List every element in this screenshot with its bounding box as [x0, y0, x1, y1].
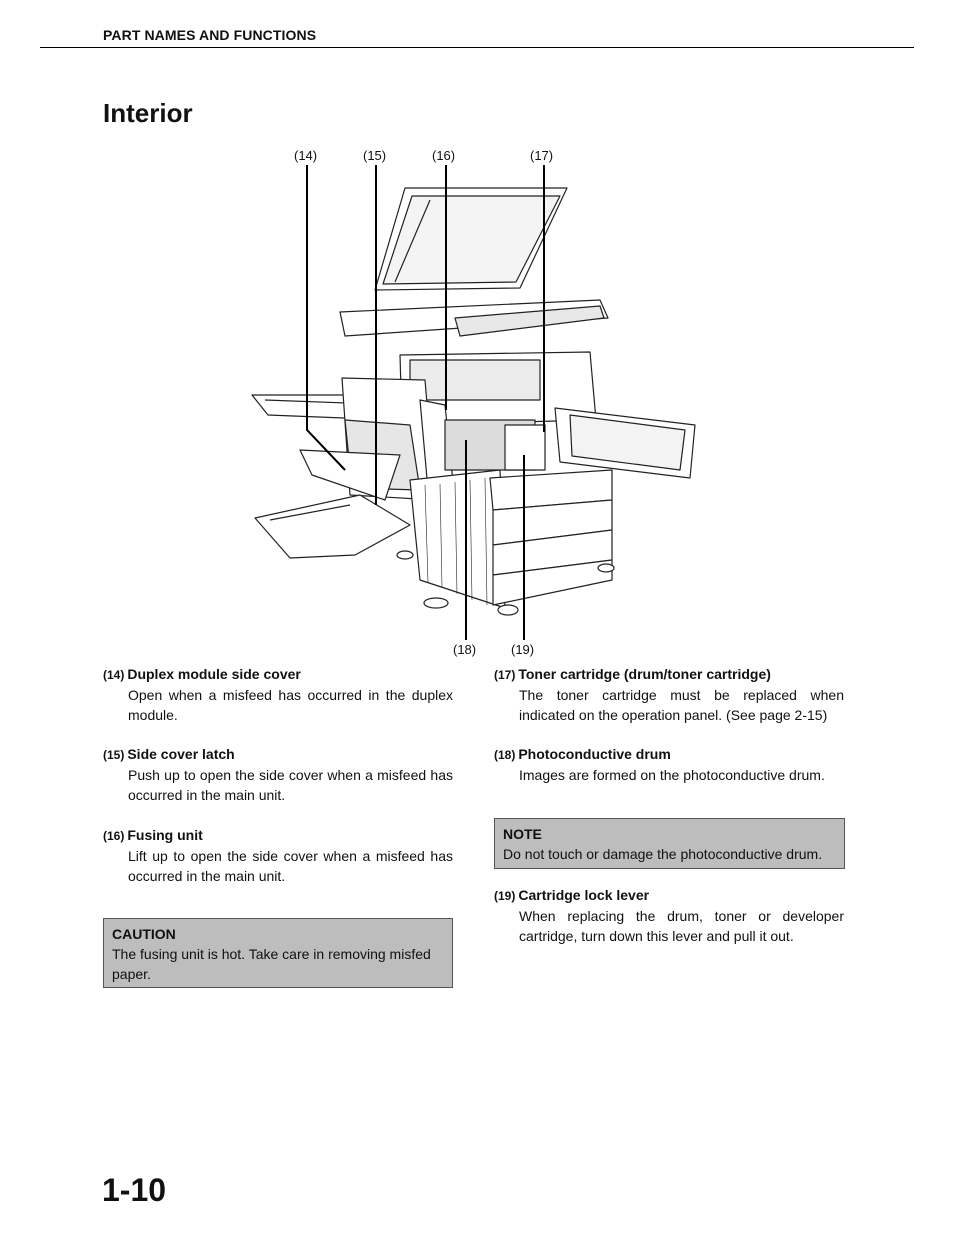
- part-description: Push up to open the side cover when a mi…: [128, 767, 453, 803]
- page-number: 1-10: [102, 1172, 167, 1208]
- part-name: Duplex module side cover: [127, 666, 301, 682]
- copier-interior-illustration: [251, 165, 696, 640]
- part-description: When replacing the drum, toner or develo…: [519, 908, 844, 944]
- part-name: Fusing unit: [127, 827, 203, 843]
- part-description: Lift up to open the side cover when a mi…: [128, 848, 453, 884]
- callout-14: (14): [294, 148, 318, 163]
- part-15: (15)Side cover latch Push up to open the…: [103, 746, 453, 805]
- part-14: (14)Duplex module side cover Open when a…: [103, 666, 453, 725]
- part-description: Images are formed on the photoconductive…: [519, 767, 825, 783]
- part-name: Toner cartridge (drum/toner cartridge): [518, 666, 771, 682]
- part-number: (17): [494, 668, 516, 682]
- part-number: (14): [103, 668, 125, 682]
- header-rule: [40, 47, 914, 48]
- note-box: NOTE Do not touch or damage the photocon…: [494, 818, 845, 869]
- section-header: PART NAMES AND FUNCTIONS: [103, 27, 317, 43]
- part-16-heading: (16)Fusing unit: [103, 827, 453, 843]
- part-name: Side cover latch: [127, 746, 235, 762]
- page-title: Interior: [103, 98, 193, 128]
- part-17: (17)Toner cartridge (drum/toner cartridg…: [494, 666, 844, 725]
- callout-18: (18): [453, 642, 477, 657]
- part-description: The toner cartridge must be replaced whe…: [519, 687, 844, 723]
- part-number: (16): [103, 829, 125, 843]
- part-number: (18): [494, 748, 516, 762]
- callout-15: (15): [363, 148, 387, 163]
- part-14-heading: (14)Duplex module side cover: [103, 666, 453, 682]
- part-16: (16)Fusing unit Lift up to open the side…: [103, 827, 453, 886]
- part-19-heading: (19)Cartridge lock lever: [494, 887, 844, 903]
- caution-text: The fusing unit is hot. Take care in rem…: [112, 946, 431, 982]
- note-title: NOTE: [503, 826, 542, 842]
- callout-17: (17): [530, 148, 554, 163]
- part-number: (19): [494, 889, 516, 903]
- callout-16: (16): [432, 148, 456, 163]
- part-number: (15): [103, 748, 125, 762]
- part-name: Cartridge lock lever: [518, 887, 650, 903]
- caution-box: CAUTION The fusing unit is hot. Take car…: [103, 918, 453, 988]
- caution-title: CAUTION: [112, 926, 176, 942]
- callout-19: (19): [511, 642, 535, 657]
- part-name: Photoconductive drum: [518, 746, 671, 762]
- part-18-heading: (18)Photoconductive drum: [494, 746, 844, 762]
- note-text: Do not touch or damage the photoconducti…: [503, 846, 823, 862]
- part-description: Open when a misfeed has occurred in the …: [128, 687, 453, 723]
- part-17-heading: (17)Toner cartridge (drum/toner cartridg…: [494, 666, 844, 682]
- part-15-heading: (15)Side cover latch: [103, 746, 453, 762]
- part-19: (19)Cartridge lock lever When replacing …: [494, 887, 844, 946]
- part-18: (18)Photoconductive drum Images are form…: [494, 746, 844, 785]
